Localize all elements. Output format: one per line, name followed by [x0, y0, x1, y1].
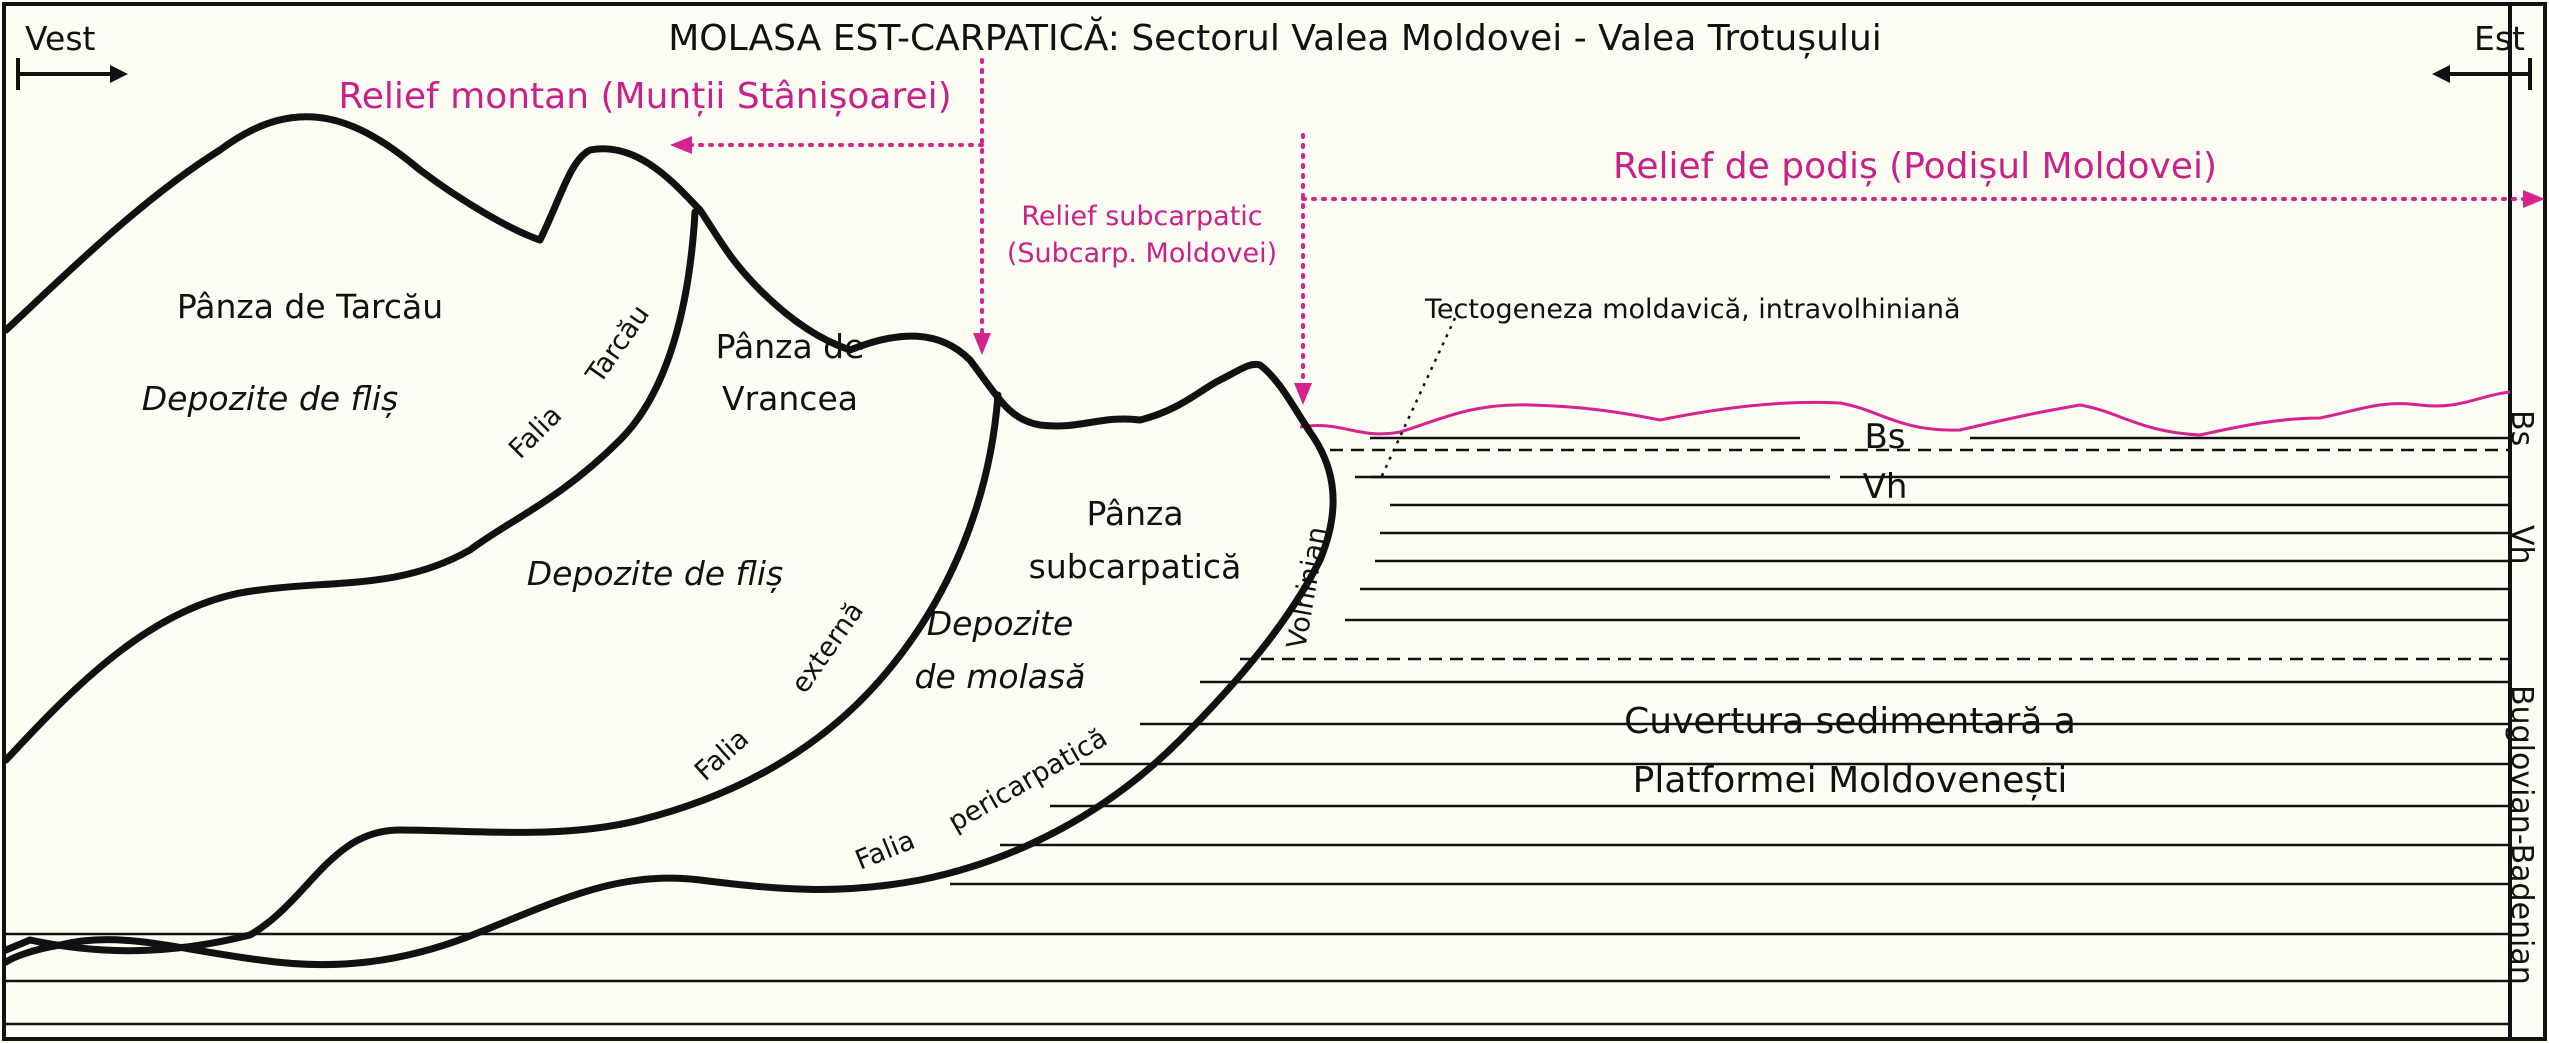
- relief-montan-label: Relief montan (Munții Stânișoarei): [338, 76, 951, 117]
- vrancea-nappe-label-1: Pânza de: [716, 327, 865, 366]
- molasse-deposits-label-1: Depozite: [927, 604, 1074, 643]
- west-label: Vest: [25, 19, 96, 58]
- relief-podis-label: Relief de podiș (Podișul Moldovei): [1613, 146, 2217, 187]
- tarcau-fault-label-1: Falia: [503, 400, 568, 465]
- plateau-relief-line: [1299, 390, 2511, 437]
- platform-strata: [6, 680, 2510, 1026]
- volhinian-label: Volhinian: [1281, 524, 1333, 651]
- diagram-title: MOLASA EST-CARPATICĂ: Sectorul Valea Mol…: [668, 16, 1882, 59]
- external-fault-label-2: externă: [785, 596, 870, 699]
- tectogenesis-annotation: Tectogeneza moldavică, intravolhiniană: [1424, 294, 1961, 325]
- bs-strata-label: Bs: [1864, 417, 1905, 457]
- external-fault-label-1: Falia: [689, 723, 755, 787]
- platform-cover-label-1: Cuvertura sedimentară a: [1624, 701, 2076, 742]
- tarcau-fault-label-2: Tarcău: [580, 299, 656, 389]
- subcarpathian-nappe-label-1: Pânza: [1086, 494, 1183, 533]
- east-label: Est: [2474, 19, 2525, 58]
- tectogeneza-leader: [1378, 317, 1457, 481]
- pericarpathian-fault-line: [2, 428, 1337, 969]
- vrancea-nappe-label-2: Vrancea: [722, 379, 858, 418]
- relief-subcarpatic-label-2: (Subcarp. Moldovei): [1007, 238, 1277, 269]
- tarcau-nappe-label: Pânza de Tarcău: [177, 287, 443, 326]
- relief-subcarpatic-label-1: Relief subcarpatic: [1021, 201, 1262, 232]
- platform-cover-label-2: Platformei Moldovenești: [1633, 760, 2068, 801]
- flysch-deposits-label-2: Depozite de fliș: [527, 554, 784, 593]
- vh-strata-label: Vh: [1863, 467, 1908, 507]
- relief-arrows: [670, 68, 2545, 405]
- side-label-buglovian: Buglovian-Badenian: [2504, 685, 2539, 985]
- side-label-bs: Bs: [2504, 410, 2539, 446]
- volhinian-strata: [1345, 475, 2510, 622]
- tarcau-fault-line: [2, 208, 699, 764]
- west-arrow: [16, 58, 128, 90]
- pericarpathian-fault-label-1: Falia: [851, 825, 919, 877]
- molasse-deposits-label-2: de molasă: [915, 657, 1086, 696]
- flysch-deposits-label-1: Depozite de fliș: [142, 379, 399, 418]
- subcarpathian-nappe-label-2: subcarpatică: [1029, 547, 1242, 586]
- topographic-surface: [2, 113, 1314, 436]
- external-fault-line: [2, 391, 1002, 955]
- pericarpathian-fault-label-2: pericarpatică: [943, 722, 1113, 838]
- east-arrow: [2432, 58, 2532, 90]
- side-label-vh: Vh: [2504, 525, 2539, 565]
